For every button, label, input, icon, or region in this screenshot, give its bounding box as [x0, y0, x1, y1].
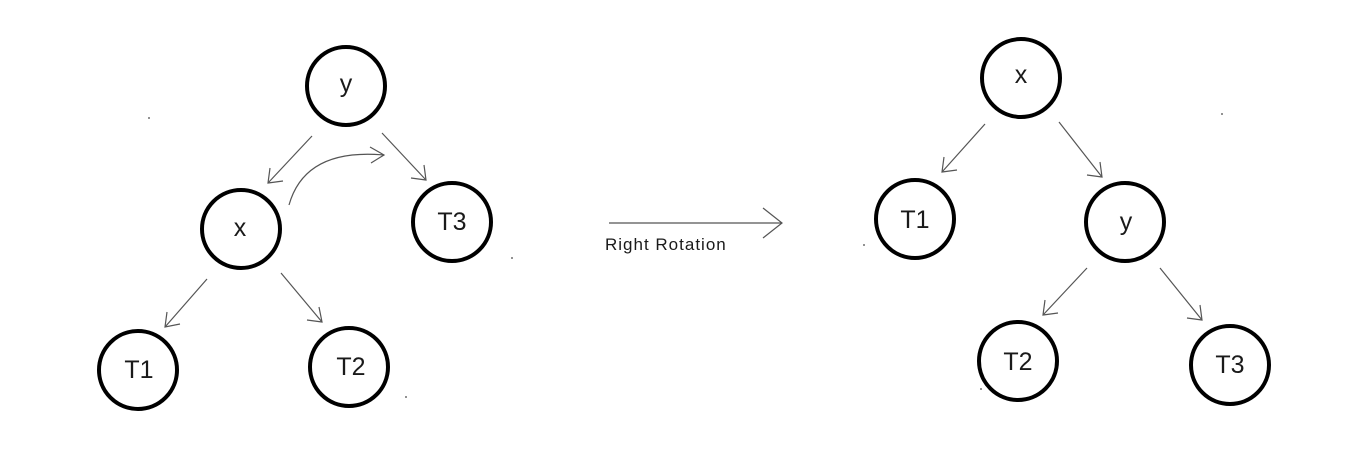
after-node-t2: T2 [977, 320, 1059, 402]
operation-arrow: Right Rotation [605, 207, 783, 254]
after-edge-x-y [1058, 121, 1103, 178]
before-node-t2-label: T2 [336, 353, 365, 381]
before-edge-y-t3 [381, 132, 427, 181]
after-node-y: y [1084, 181, 1166, 263]
after-node-t1-label: T1 [900, 206, 929, 234]
after-node-x: x [980, 37, 1062, 119]
before-edge-y-x [267, 135, 313, 184]
after-node-t3: T3 [1189, 324, 1271, 406]
after-edge-y-t2 [1042, 267, 1088, 316]
before-edge-x-t2 [280, 272, 323, 323]
before-node-y: y [305, 45, 387, 127]
after-edge-y-t3 [1159, 267, 1203, 321]
after-tree: x T1 y T2 T3 [874, 37, 1271, 406]
before-node-y-label: y [340, 70, 353, 98]
before-tree: y x T3 T1 T2 [97, 45, 493, 411]
before-node-x-label: x [234, 214, 247, 242]
before-node-t1: T1 [97, 329, 179, 411]
operation-label: Right Rotation [605, 235, 727, 254]
before-node-t1-label: T1 [124, 356, 153, 384]
before-node-t3-label: T3 [437, 208, 466, 236]
rotation-curve-arrow [288, 146, 386, 206]
after-node-y-label: y [1120, 208, 1133, 236]
before-node-x: x [200, 188, 282, 270]
before-node-t2: T2 [308, 326, 390, 408]
before-edge-x-t1 [164, 278, 208, 328]
after-node-t3-label: T3 [1215, 351, 1244, 379]
after-edge-x-t1 [941, 123, 986, 173]
after-node-t2-label: T2 [1003, 348, 1032, 376]
drawing-specks [148, 113, 1223, 398]
before-node-t3: T3 [411, 181, 493, 263]
after-node-t1: T1 [874, 178, 956, 260]
after-node-x-label: x [1015, 61, 1028, 89]
